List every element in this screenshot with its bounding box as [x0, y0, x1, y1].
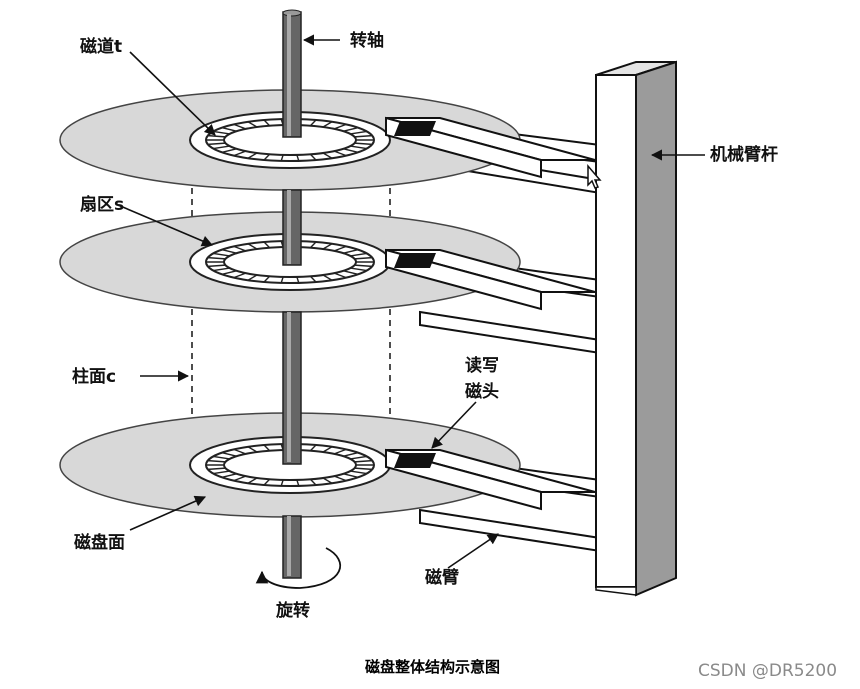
sector-divider — [221, 148, 237, 154]
sector-divider — [343, 148, 359, 154]
sector-divider — [350, 130, 367, 135]
sector-divider — [296, 154, 300, 162]
sector-divider — [247, 274, 258, 281]
sector-divider — [221, 473, 237, 479]
sector-divider — [309, 444, 317, 452]
sector-divider — [280, 276, 284, 284]
sector-divider — [263, 478, 271, 486]
sector-divider — [350, 470, 367, 475]
sector-divider — [296, 276, 300, 284]
figure-caption: 磁盘整体结构示意图 — [365, 658, 500, 676]
sector-divider — [233, 272, 247, 279]
sector-divider — [221, 451, 237, 457]
sector-divider — [350, 145, 367, 150]
sector-divider — [343, 451, 359, 457]
sector-divider — [343, 126, 359, 132]
label-head-line1: 读写 — [465, 355, 499, 376]
label-surface: 磁盘面 — [74, 532, 125, 553]
sector-divider — [322, 121, 333, 128]
sector-divider — [322, 274, 333, 281]
sector-divider — [333, 475, 347, 482]
sector-divider — [221, 248, 237, 254]
sector-divider — [233, 475, 247, 482]
sector-divider — [263, 153, 271, 161]
sector-divider — [233, 123, 247, 130]
sector-divider — [343, 473, 359, 479]
sector-divider — [322, 477, 333, 484]
sector-divider — [247, 477, 258, 484]
sector-divider — [221, 270, 237, 276]
sector-divider — [309, 275, 317, 283]
sector-divider — [350, 252, 367, 257]
label-head-line2: 磁头 — [465, 381, 499, 402]
sector-divider — [354, 467, 373, 471]
sector-divider — [354, 264, 373, 268]
sector-divider — [296, 479, 300, 487]
sector-divider — [333, 448, 347, 455]
sector-divider — [213, 470, 230, 475]
arm-pole — [595, 60, 677, 597]
sector-divider — [207, 142, 226, 146]
sector-divider — [333, 123, 347, 130]
sector-divider — [354, 256, 373, 260]
mouse-cursor-icon — [587, 163, 602, 189]
sector-divider — [343, 270, 359, 276]
sector-divider — [263, 275, 271, 283]
sector-divider — [207, 459, 226, 463]
sector-divider — [354, 459, 373, 463]
sector-divider — [213, 267, 230, 272]
sector-divider — [343, 248, 359, 254]
sector-divider — [333, 272, 347, 279]
sector-divider — [309, 119, 317, 127]
sector-divider — [247, 446, 258, 453]
sector-divider — [322, 446, 333, 453]
sector-divider — [233, 245, 247, 252]
label-track: 磁道t — [80, 36, 122, 57]
sector-divider — [207, 467, 226, 471]
sector-divider — [354, 142, 373, 146]
sector-divider — [350, 267, 367, 272]
sector-divider — [309, 478, 317, 486]
sector-divider — [213, 145, 230, 150]
platter-top — [59, 89, 521, 191]
sector-divider — [247, 121, 258, 128]
label-disk-arm: 磁臂 — [425, 567, 459, 588]
sector-divider — [280, 479, 284, 487]
sector-divider — [333, 150, 347, 157]
sector-divider — [207, 256, 226, 260]
spindle — [282, 9, 302, 579]
sector-divider — [322, 152, 333, 159]
sector-divider — [213, 455, 230, 460]
sector-divider — [263, 119, 271, 127]
sector-divider — [213, 252, 230, 257]
sector-divider — [309, 241, 317, 249]
sector-divider — [207, 134, 226, 138]
label-cylinder: 柱面c — [72, 366, 116, 387]
sector-divider — [333, 245, 347, 252]
sector-divider — [233, 448, 247, 455]
label-sector: 扇区s — [80, 194, 124, 215]
sector-divider — [247, 152, 258, 159]
sector-divider — [263, 241, 271, 249]
watermark: CSDN @DR5200 — [698, 661, 837, 681]
platter-bottom — [59, 412, 521, 518]
rotation-arrow-icon — [255, 547, 342, 589]
label-rotation: 旋转 — [275, 600, 310, 621]
label-spindle: 转轴 — [350, 30, 384, 51]
sector-divider — [247, 243, 258, 250]
sector-divider — [280, 154, 284, 162]
sector-divider — [354, 134, 373, 138]
sector-divider — [207, 264, 226, 268]
sector-divider — [213, 130, 230, 135]
label-arm-pole: 机械臂杆 — [710, 144, 778, 165]
sector-divider — [350, 455, 367, 460]
sector-divider — [233, 150, 247, 157]
leader-lines — [117, 34, 705, 569]
sector-divider — [263, 444, 271, 452]
sector-divider — [309, 153, 317, 161]
sector-divider — [322, 243, 333, 250]
sector-divider — [221, 126, 237, 132]
